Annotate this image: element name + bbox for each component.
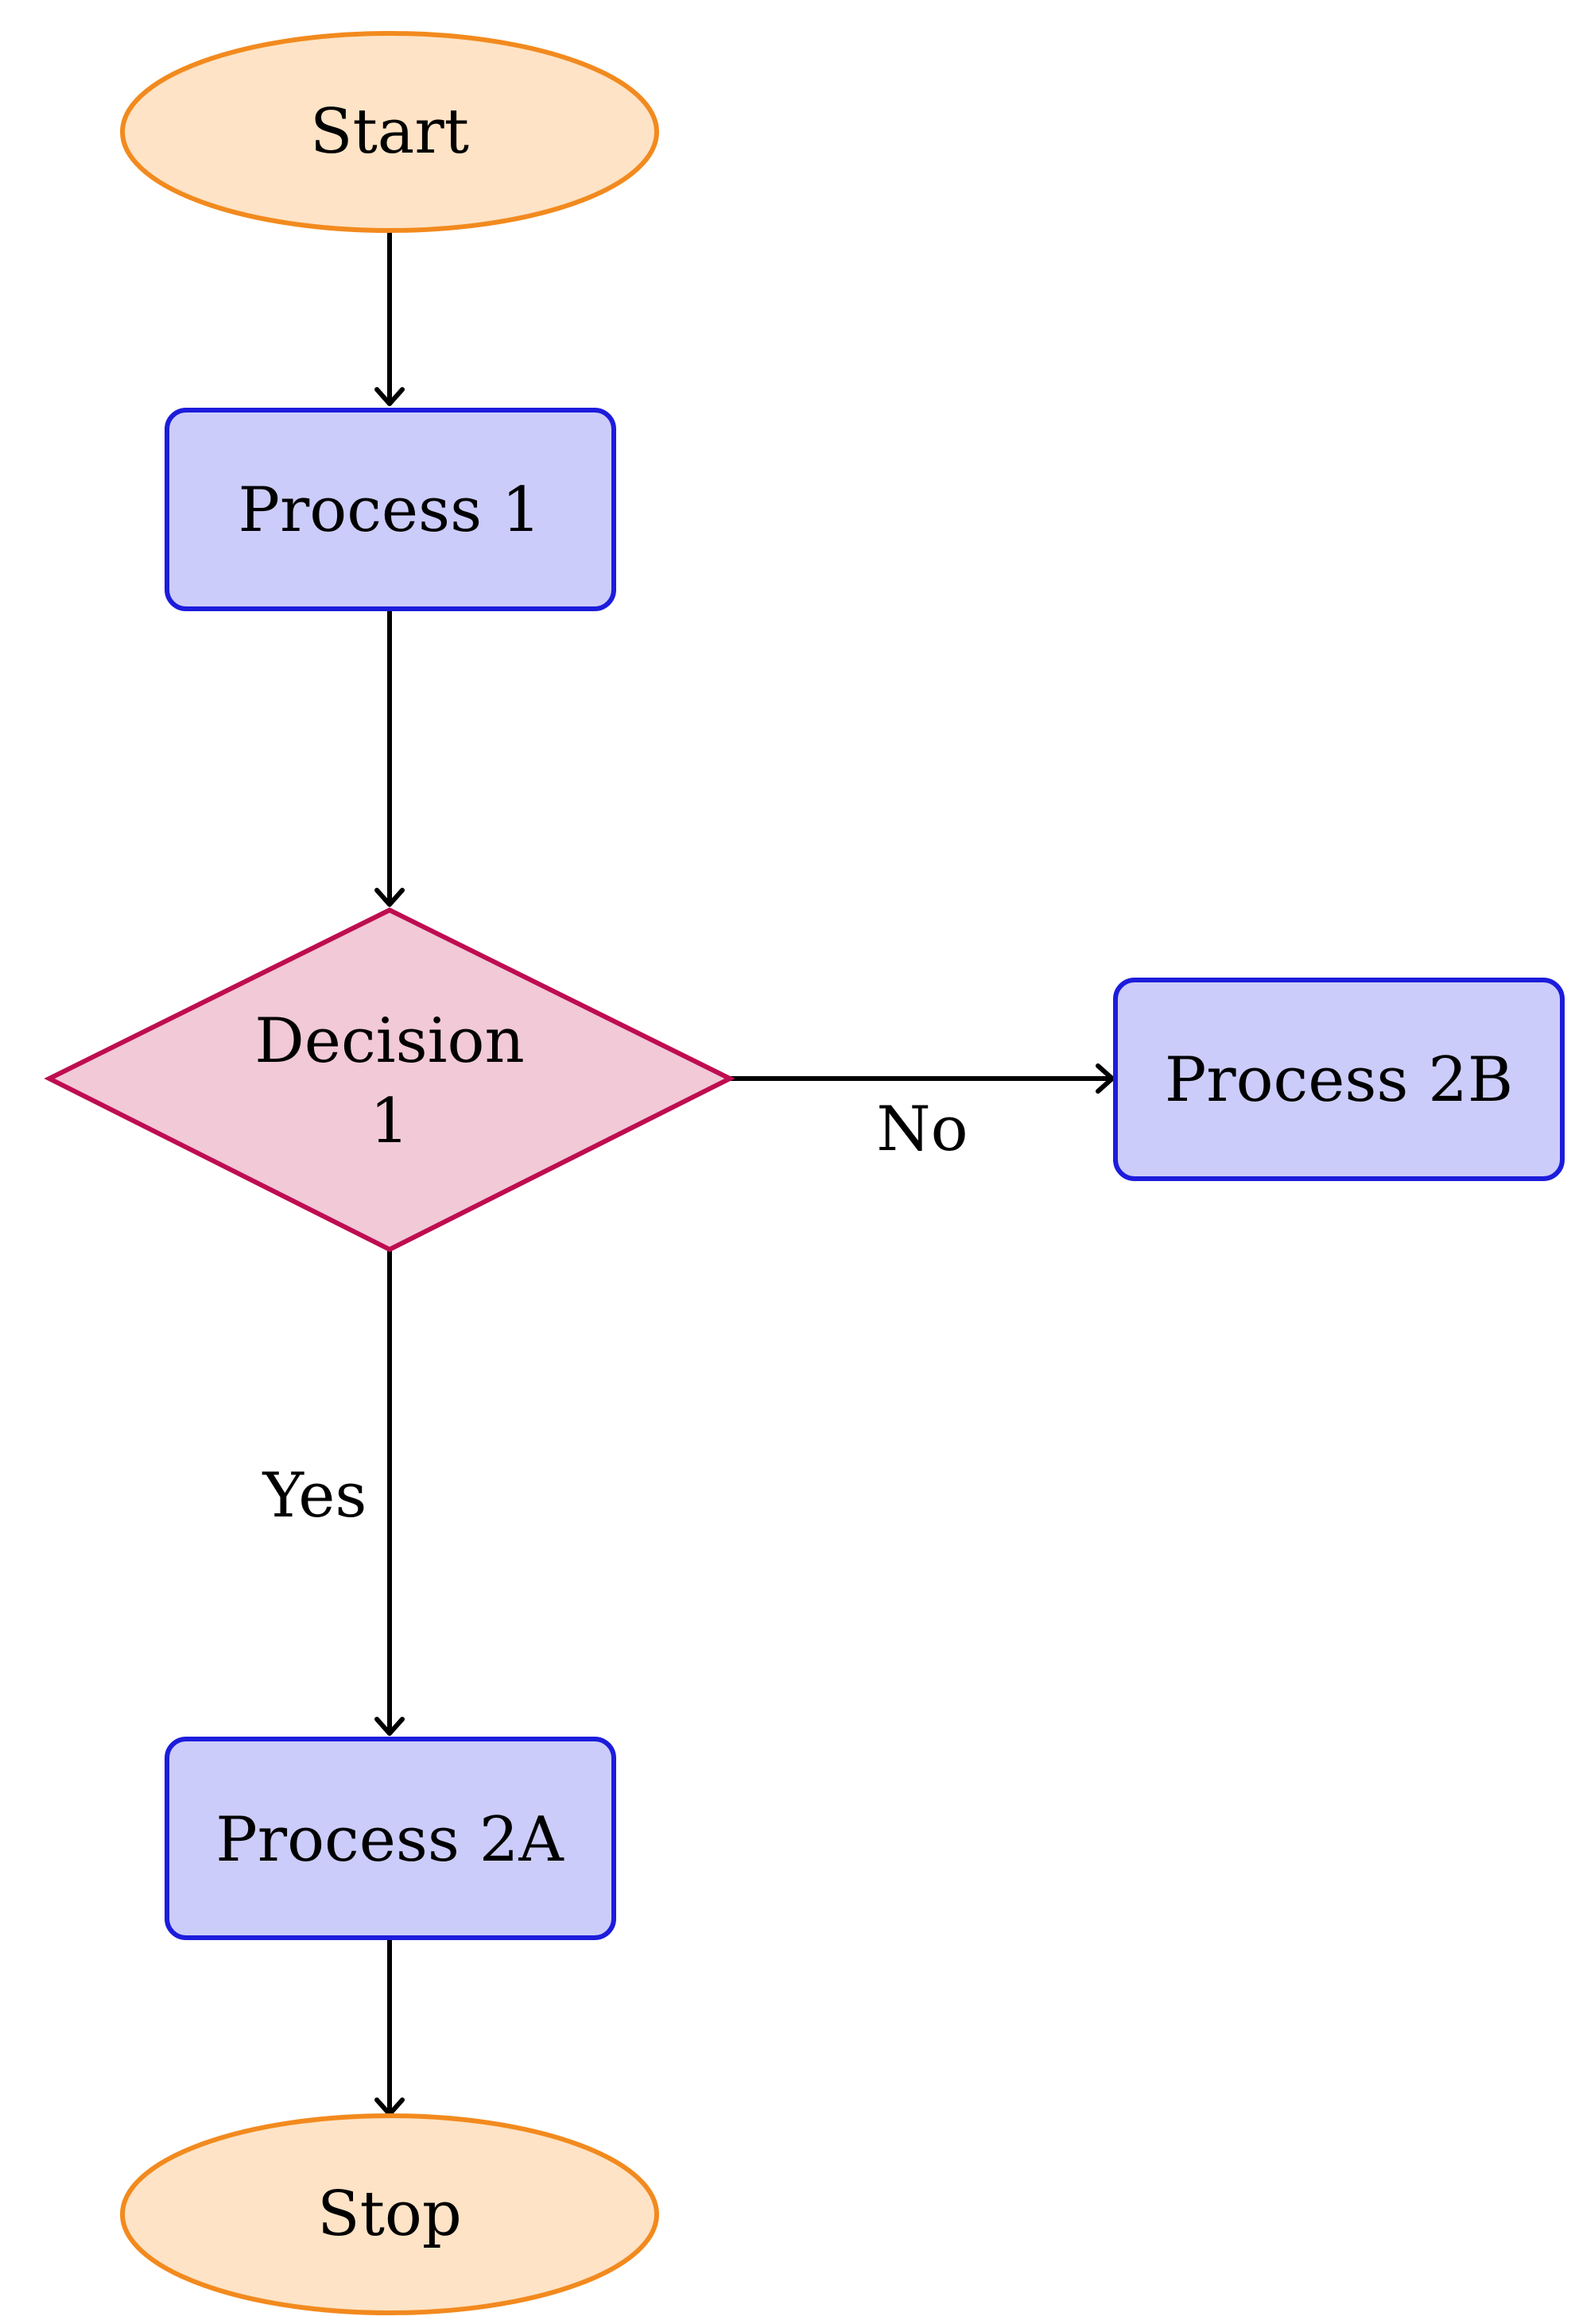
process2a-node: Process 2A	[165, 1737, 616, 1940]
stop-node: Stop	[120, 2113, 659, 2315]
decision1-label-line1: Decision	[254, 1005, 525, 1077]
process2a-box	[165, 1737, 616, 1940]
start-label: Start	[310, 96, 469, 168]
edge-process1-to-decision1	[374, 609, 405, 907]
edge-label-no: No	[876, 1094, 968, 1165]
start-terminal-shape	[120, 31, 659, 233]
process1-node: Process 1	[165, 408, 616, 611]
decision1-node: Decision 1	[44, 907, 735, 1253]
process2b-box	[1113, 978, 1565, 1181]
decision1-label-line2: 1	[370, 1086, 409, 1157]
arrowhead	[374, 387, 405, 406]
edge-decision1-to-process2b	[730, 1063, 1115, 1094]
arrowhead	[374, 1717, 405, 1736]
edge-start-to-process1	[374, 230, 405, 406]
arrowhead	[374, 888, 405, 907]
decision1-diamond	[44, 907, 735, 1253]
stop-label: Stop	[317, 2179, 462, 2250]
edge-decision1-to-process2a	[374, 1250, 405, 1736]
process2b-node: Process 2B	[1113, 978, 1565, 1181]
arrowhead	[1096, 1063, 1115, 1094]
process1-box	[165, 408, 616, 611]
process1-label: Process 1	[238, 474, 541, 546]
edge-process2a-to-stop	[374, 1938, 405, 2117]
edge-label-yes: Yes	[262, 1460, 367, 1532]
stop-terminal-shape	[120, 2113, 659, 2315]
process2a-label: Process 2A	[215, 1804, 564, 1876]
process2b-label: Process 2B	[1165, 1044, 1513, 1116]
start-node: Start	[120, 31, 659, 233]
